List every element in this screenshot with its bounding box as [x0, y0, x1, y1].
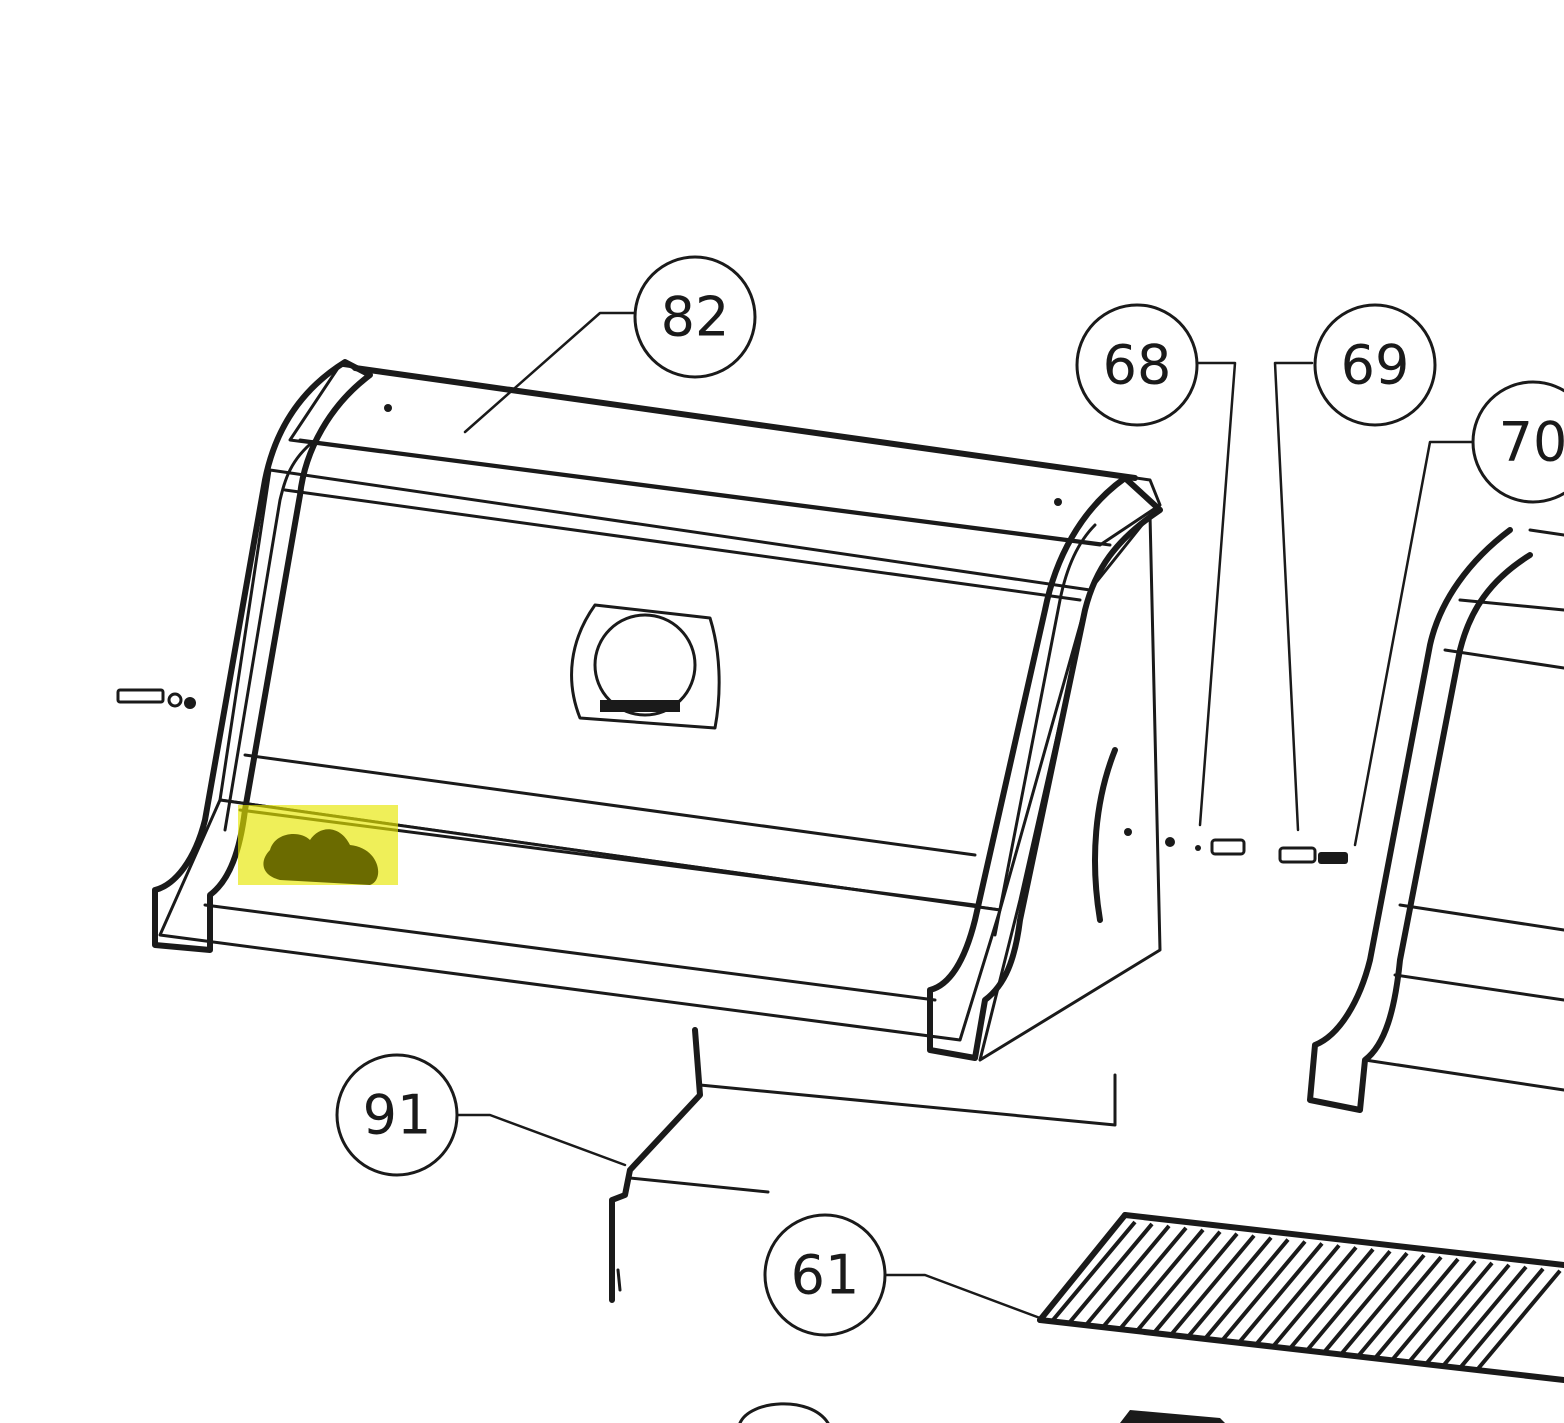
- callout-82: 82: [633, 255, 757, 379]
- grate-bar: [1221, 1240, 1307, 1341]
- callout-91: 91: [335, 1053, 459, 1177]
- grate-bar: [1323, 1251, 1409, 1353]
- grate-bar: [1204, 1238, 1290, 1339]
- grate-bar: [1051, 1220, 1137, 1322]
- partial-callout-bottom: [738, 1402, 830, 1423]
- callout-68-label: 68: [1103, 334, 1172, 397]
- grate-bar: [1170, 1234, 1256, 1335]
- screws-right: [1165, 837, 1348, 864]
- highlight-region: [238, 805, 398, 885]
- callout-61: 61: [763, 1213, 887, 1337]
- callout-91-label: 91: [363, 1084, 432, 1147]
- grate-bar: [1425, 1263, 1511, 1365]
- hood-handle: [570, 603, 721, 730]
- callout-82-label: 82: [661, 286, 730, 349]
- grate-bar: [1255, 1244, 1341, 1345]
- grate-bar: [1272, 1246, 1358, 1347]
- grate-bar: [1068, 1222, 1154, 1324]
- callout-61-label: 61: [791, 1244, 860, 1307]
- grate-bar: [1391, 1259, 1477, 1361]
- grate-bar: [1289, 1248, 1375, 1349]
- grate-bar: [1238, 1242, 1324, 1343]
- grate-bar: [1442, 1265, 1528, 1367]
- leader-lines: [453, 311, 1474, 1320]
- grate-bar: [1374, 1257, 1460, 1359]
- second-hood-lid: [1307, 527, 1564, 1113]
- grate-bar: [1153, 1232, 1239, 1333]
- grate-bar: [1187, 1236, 1273, 1337]
- grate-bar: [1459, 1267, 1545, 1369]
- callout-69-label: 69: [1341, 334, 1410, 397]
- callout-68: 68: [1075, 303, 1199, 427]
- grate-bar: [1136, 1230, 1222, 1332]
- callout-70-label: 70: [1499, 411, 1564, 474]
- callout-69: 69: [1313, 303, 1437, 427]
- grate-bar: [1085, 1224, 1171, 1326]
- grate-bar: [1340, 1253, 1426, 1355]
- partial-part-bottom: [1120, 1410, 1225, 1423]
- grate-bar: [1476, 1269, 1562, 1371]
- grate-bar: [1357, 1255, 1443, 1357]
- cooking-grate: [1037, 1212, 1564, 1383]
- grate-bar: [1119, 1228, 1205, 1330]
- screw-left: [116, 688, 196, 709]
- grate-bar: [1102, 1226, 1188, 1328]
- igniter-wire: [609, 1027, 1117, 1303]
- grate-bar: [1306, 1249, 1392, 1351]
- callout-70: 70: [1471, 380, 1564, 504]
- grate-bar: [1408, 1261, 1494, 1363]
